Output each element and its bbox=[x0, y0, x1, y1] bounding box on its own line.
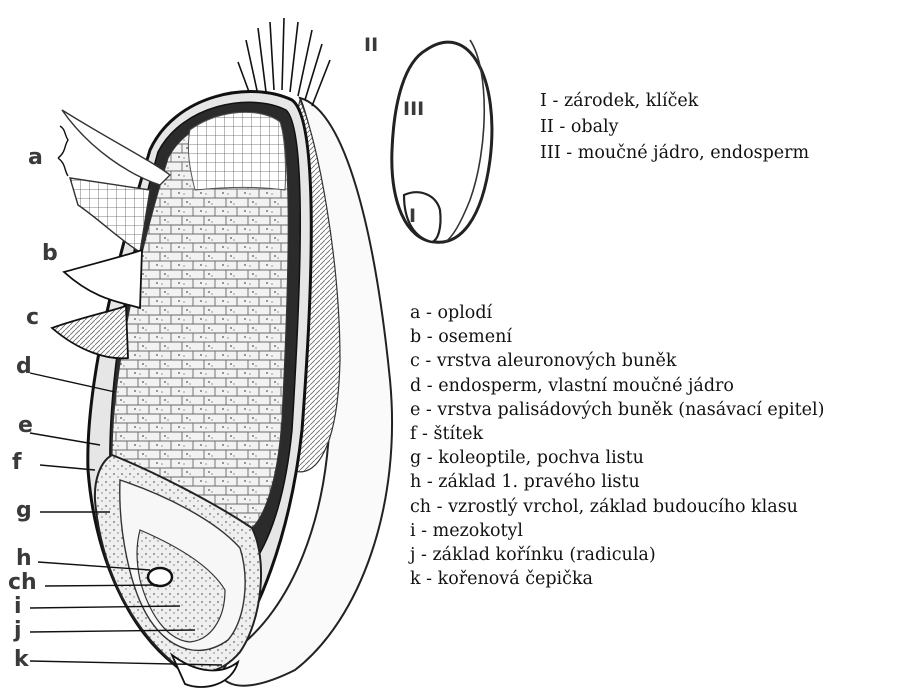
label-i: i bbox=[14, 596, 22, 618]
legend-part-item: f - štítek bbox=[410, 422, 824, 446]
overview-label-I: I bbox=[409, 207, 416, 226]
overview-label-III: III bbox=[403, 100, 424, 119]
legend-part-item: k - kořenová čepička bbox=[410, 567, 824, 591]
legend-overview: I - zárodek, klíček II - obaly III - mou… bbox=[540, 88, 809, 166]
legend-part-item: h - základ 1. pravého listu bbox=[410, 470, 824, 494]
legend-overview-item: III - moučné jádro, endosperm bbox=[540, 140, 809, 166]
legend-part-item: j - základ kořínku (radicula) bbox=[410, 543, 824, 567]
label-ch: ch bbox=[8, 572, 37, 594]
legend-part-item: ch - vzrostlý vrchol, základ budoucího k… bbox=[410, 495, 824, 519]
aleurone-flap-c bbox=[52, 306, 128, 358]
upper-cells bbox=[188, 112, 285, 190]
legend-part-item: c - vrstva aleuronových buněk bbox=[410, 349, 824, 373]
seed-coat-flap-b bbox=[64, 250, 142, 308]
legend-overview-item: I - zárodek, klíček bbox=[540, 88, 809, 114]
cross-flap-a bbox=[70, 178, 150, 252]
label-k: k bbox=[14, 649, 29, 671]
label-f: f bbox=[12, 452, 22, 474]
overview-label-II: II bbox=[364, 36, 378, 55]
label-d: d bbox=[16, 356, 32, 378]
label-b: b bbox=[42, 243, 58, 265]
legend-part-item: e - vrstva palisádových buněk (nasávací … bbox=[410, 398, 824, 422]
legend-part-item: d - endosperm, vlastní moučné jádro bbox=[410, 374, 824, 398]
label-j: j bbox=[14, 620, 22, 642]
label-c: c bbox=[26, 307, 39, 329]
legend-part-item: g - koleoptile, pochva listu bbox=[410, 446, 824, 470]
label-g: g bbox=[16, 500, 32, 522]
legend-part-item: a - oplodí bbox=[410, 301, 824, 325]
legend-parts: a - oplodí b - osemení c - vrstva aleuro… bbox=[410, 301, 824, 591]
leaf-primordium bbox=[148, 568, 172, 586]
label-h: h bbox=[16, 548, 32, 570]
legend-part-item: i - mezokotyl bbox=[410, 519, 824, 543]
label-e: e bbox=[18, 415, 33, 437]
legend-overview-item: II - obaly bbox=[540, 114, 809, 140]
legend-part-item: b - osemení bbox=[410, 325, 824, 349]
label-a: a bbox=[28, 147, 43, 169]
